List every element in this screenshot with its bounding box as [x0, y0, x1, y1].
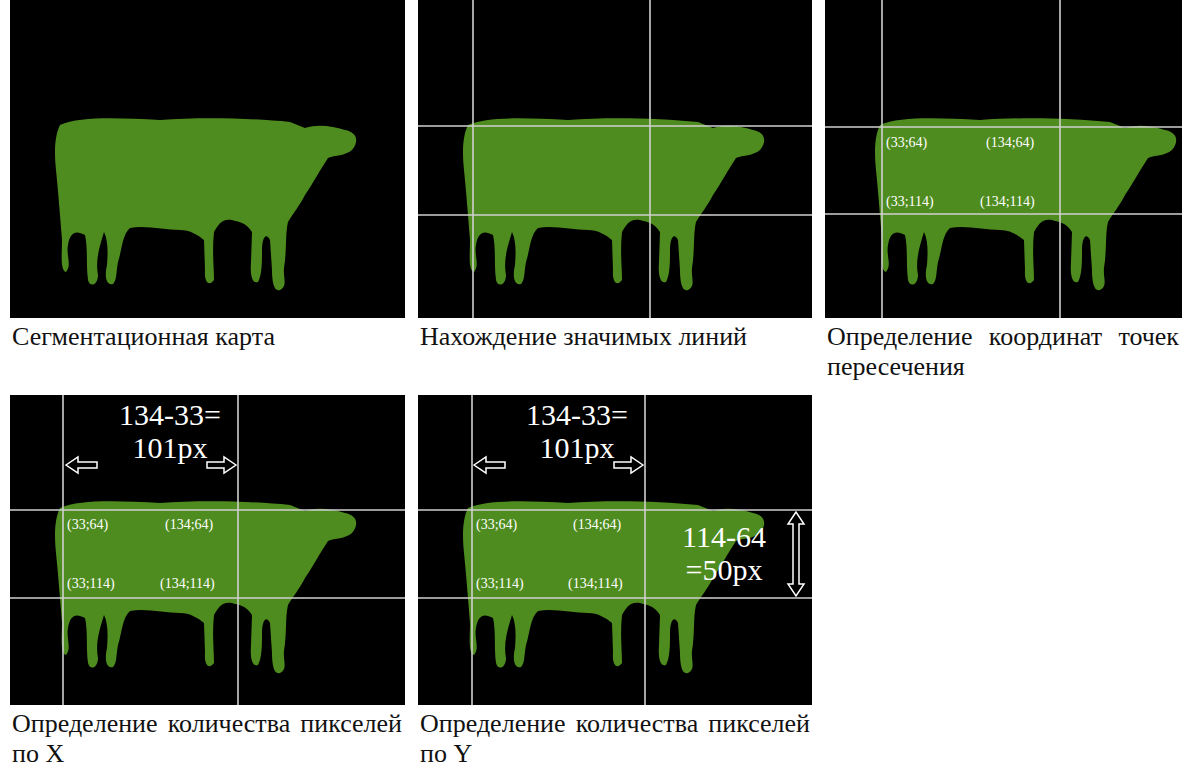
grid-lines: [418, 0, 812, 318]
panel-caption: Определение количества пикселей по X: [12, 709, 402, 769]
cow-silhouette: [463, 118, 764, 290]
coordinate-label: (134;114): [568, 577, 623, 591]
coordinate-label: (134;64): [165, 518, 213, 532]
coordinate-label: (33;114): [886, 195, 934, 209]
dimension-arrow: [207, 457, 236, 473]
panel-caption: Нахождение значимых линий: [420, 322, 810, 352]
dimension-label: 134-33= 101px: [95, 398, 245, 464]
panel-ground: [825, 0, 1182, 318]
grid-lines: [418, 395, 812, 705]
cow-silhouette: [875, 118, 1176, 290]
coordinate-label: (134;114): [160, 577, 215, 591]
panel-caption: Определение количества пикселей по Y: [420, 709, 810, 769]
dimension-arrow: [788, 512, 804, 596]
grid-lines: [10, 395, 405, 705]
dimension-arrow: [66, 457, 97, 473]
dimension-label: 114-64 =50px: [668, 520, 780, 586]
coordinate-label: (134;64): [986, 136, 1034, 150]
panel-caption: Определение координат точек пересечения: [827, 322, 1179, 382]
panel-ground: [10, 0, 405, 318]
coordinate-label: (134;114): [980, 195, 1035, 209]
coordinate-label: (33;64): [67, 518, 108, 532]
panel-ground: [418, 395, 812, 705]
coordinate-label: (33;114): [67, 577, 115, 591]
cow-silhouette: [55, 118, 356, 290]
cow-silhouette: [55, 501, 356, 673]
panel-caption: Сегментационная карта: [12, 322, 402, 352]
dimension-arrow: [474, 457, 505, 473]
coordinate-label: (33;114): [476, 577, 524, 591]
panel-ground: [10, 395, 405, 705]
dimension-arrow: [614, 457, 643, 473]
dimension-label: 134-33= 101px: [502, 398, 652, 464]
coordinate-label: (33;64): [886, 136, 927, 150]
coordinate-label: (134;64): [573, 518, 621, 532]
coordinate-label: (33;64): [476, 518, 517, 532]
grid-lines: [825, 0, 1182, 318]
panel-ground: [418, 0, 812, 318]
